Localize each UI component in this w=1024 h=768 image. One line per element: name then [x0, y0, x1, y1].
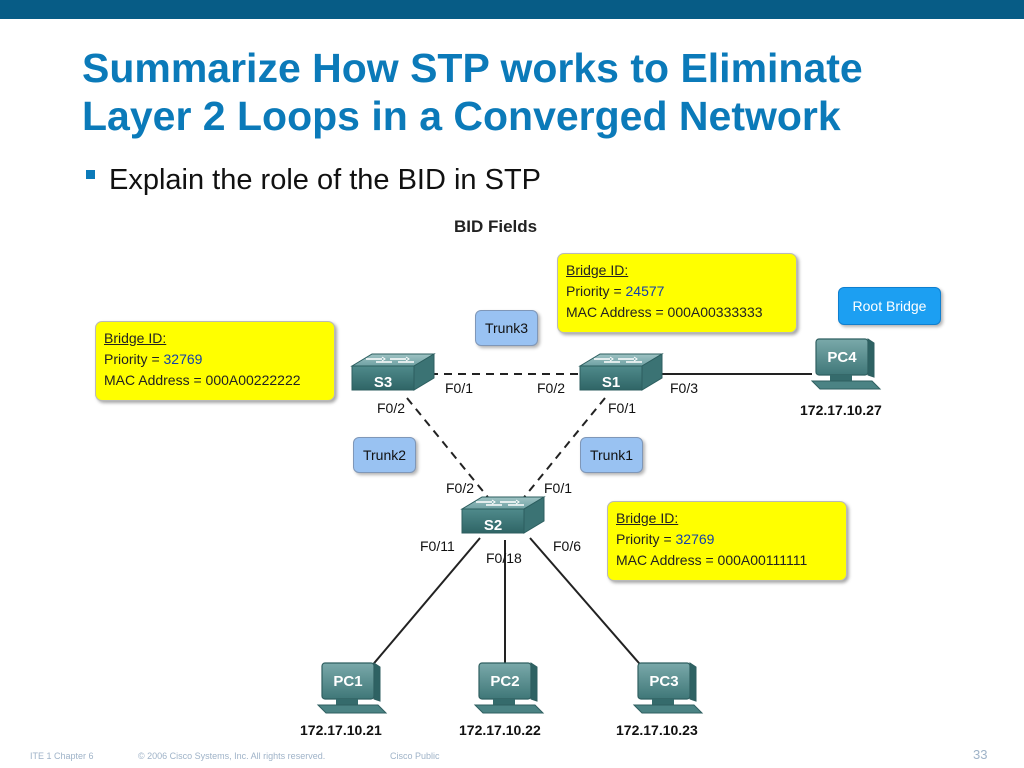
port-label-s2-f01: F0/1: [544, 480, 573, 496]
pc1-ip: 172.17.10.21: [300, 722, 382, 738]
pc1-label: PC1: [333, 673, 362, 690]
trunk2-link: [406, 397, 496, 507]
diagram-title: BID Fields: [454, 217, 538, 236]
callout-mac: MAC Address = 000A00111111: [616, 552, 808, 568]
trunk1-link: [516, 397, 606, 507]
priority-label: Priority =: [104, 351, 164, 367]
switch-s1: S1: [579, 353, 663, 391]
pc-pc2: PC2: [474, 662, 544, 714]
root-bridge-tag: Root Bridge: [838, 287, 941, 325]
trunk1-tag: Trunk1: [580, 437, 643, 473]
pc-pc1: PC1: [317, 662, 387, 714]
port-label-s2-f02: F0/2: [446, 480, 475, 496]
pc2-label: PC2: [490, 673, 519, 690]
footer-copyright: © 2006 Cisco Systems, Inc. All rights re…: [138, 751, 326, 761]
callout-mac: MAC Address = 000A00333333: [566, 304, 763, 320]
trunk2-tag: Trunk2: [353, 437, 416, 473]
pc3-label: PC3: [649, 673, 678, 690]
callout-priority: Priority = 32769: [616, 529, 838, 550]
pc2-ip: 172.17.10.22: [459, 722, 541, 738]
priority-label: Priority =: [566, 283, 626, 299]
bridge-id-callout-s3: Bridge ID: Priority = 32769 MAC Address …: [95, 321, 335, 401]
footer-course: ITE 1 Chapter 6: [30, 751, 94, 761]
callout-priority: Priority = 32769: [104, 349, 326, 370]
switch-icon: [579, 353, 663, 391]
callout-header: Bridge ID:: [104, 330, 167, 346]
slide-title-line1: Summarize How STP works to Eliminate: [82, 45, 863, 91]
pc3-ip: 172.17.10.23: [616, 722, 698, 738]
port-label-s3-f01: F0/1: [445, 380, 474, 396]
callout-priority: Priority = 24577: [566, 281, 788, 302]
port-label-s2-f011: F0/11: [420, 538, 455, 554]
bridge-id-callout-s1: Bridge ID: Priority = 24577 MAC Address …: [557, 253, 797, 333]
port-label-s1-f02: F0/2: [537, 380, 566, 396]
port-label-s2-f06: F0/6: [553, 538, 582, 554]
top-banner: [0, 0, 1024, 19]
pc4-label: PC4: [827, 349, 857, 366]
pc-pc4: PC4: [811, 338, 881, 390]
pc4-ip: 172.17.10.27: [800, 402, 882, 418]
slide-title-line2: Layer 2 Loops in a Converged Network: [82, 93, 841, 139]
callout-mac: MAC Address = 000A00222222: [104, 372, 301, 388]
port-label-s1-f03: F0/3: [670, 380, 699, 396]
switch-s2-label: S2: [484, 517, 502, 534]
callout-header: Bridge ID:: [616, 510, 679, 526]
switch-s1-label: S1: [602, 374, 620, 391]
pc-pc3: PC3: [633, 662, 703, 714]
priority-value: 24577: [625, 283, 665, 299]
port-label-s2-f018: F0/18: [486, 550, 522, 566]
bridge-id-callout-s2: Bridge ID: Priority = 32769 MAC Address …: [607, 501, 847, 581]
switch-icon: [351, 353, 435, 391]
port-label-s3-f02: F0/2: [377, 400, 406, 416]
bullet-text: Explain the role of the BID in STP: [109, 164, 541, 196]
bullet-square-icon: [86, 169, 95, 179]
s2-pc3-link: [529, 537, 646, 671]
trunk3-tag: Trunk3: [475, 310, 538, 346]
slide-title: Summarize How STP works to Eliminate Lay…: [82, 44, 1002, 140]
callout-header: Bridge ID:: [566, 262, 629, 278]
page-number: 33: [973, 747, 988, 762]
priority-value: 32769: [675, 531, 715, 547]
switch-s2: S2: [461, 496, 545, 534]
switch-s3: S3: [351, 353, 435, 391]
priority-value: 32769: [163, 351, 203, 367]
port-label-s1-f01: F0/1: [608, 400, 637, 416]
priority-label: Priority =: [616, 531, 676, 547]
switch-s3-label: S3: [374, 374, 392, 391]
switch-icon: [461, 496, 545, 534]
bullet-item: Explain the role of the BID in STP: [86, 164, 541, 197]
s2-pc1-link: [369, 537, 481, 669]
footer-classification: Cisco Public: [390, 751, 440, 761]
